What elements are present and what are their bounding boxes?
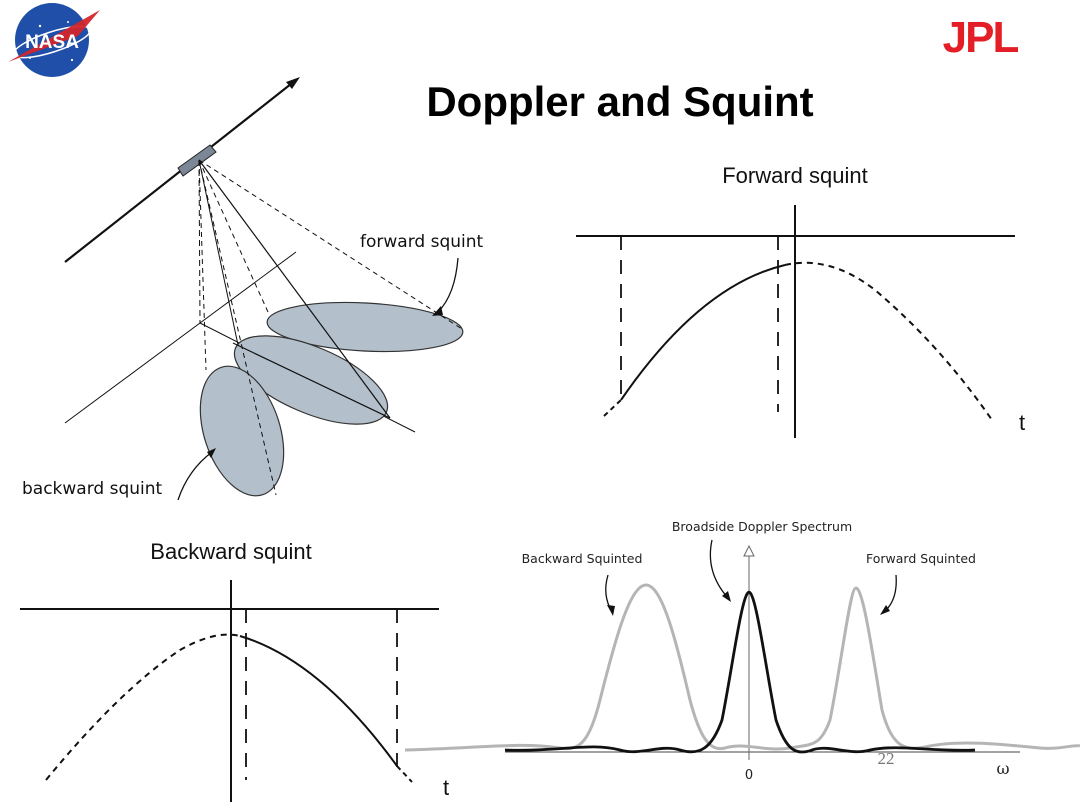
spectrum-omega-label: ω (996, 759, 1009, 778)
forward-squint-title: Forward squint (722, 163, 868, 188)
jpl-logo: JPL (943, 13, 1021, 62)
forward-squint-geometry-label: forward squint (360, 232, 484, 252)
slide-title: Doppler and Squint (426, 78, 814, 125)
backward-squint-plot (20, 580, 439, 802)
nasa-logo-text: NASA (25, 32, 79, 53)
squint-geometry-diagram (64, 77, 464, 501)
broadside-spectrum-label: Broadside Doppler Spectrum (672, 519, 852, 534)
doppler-spectrum-plot (404, 539, 1080, 760)
backward-squinted-label: Backward Squinted (522, 551, 643, 566)
backward-squint-geometry-label: backward squint (22, 479, 163, 499)
backward-squint-title: Backward squint (150, 539, 311, 564)
backward-squint-t-label: t (443, 775, 449, 800)
jpl-logo-text: JPL (943, 13, 1019, 62)
spectrum-zero-label: 0 (745, 768, 753, 783)
forward-squint-t-label: t (1019, 410, 1025, 435)
nasa-logo: NASA (8, 3, 100, 77)
forward-squinted-label: Forward Squinted (866, 551, 976, 566)
page-number: 22 (878, 749, 895, 768)
forward-squint-plot (576, 205, 1015, 438)
